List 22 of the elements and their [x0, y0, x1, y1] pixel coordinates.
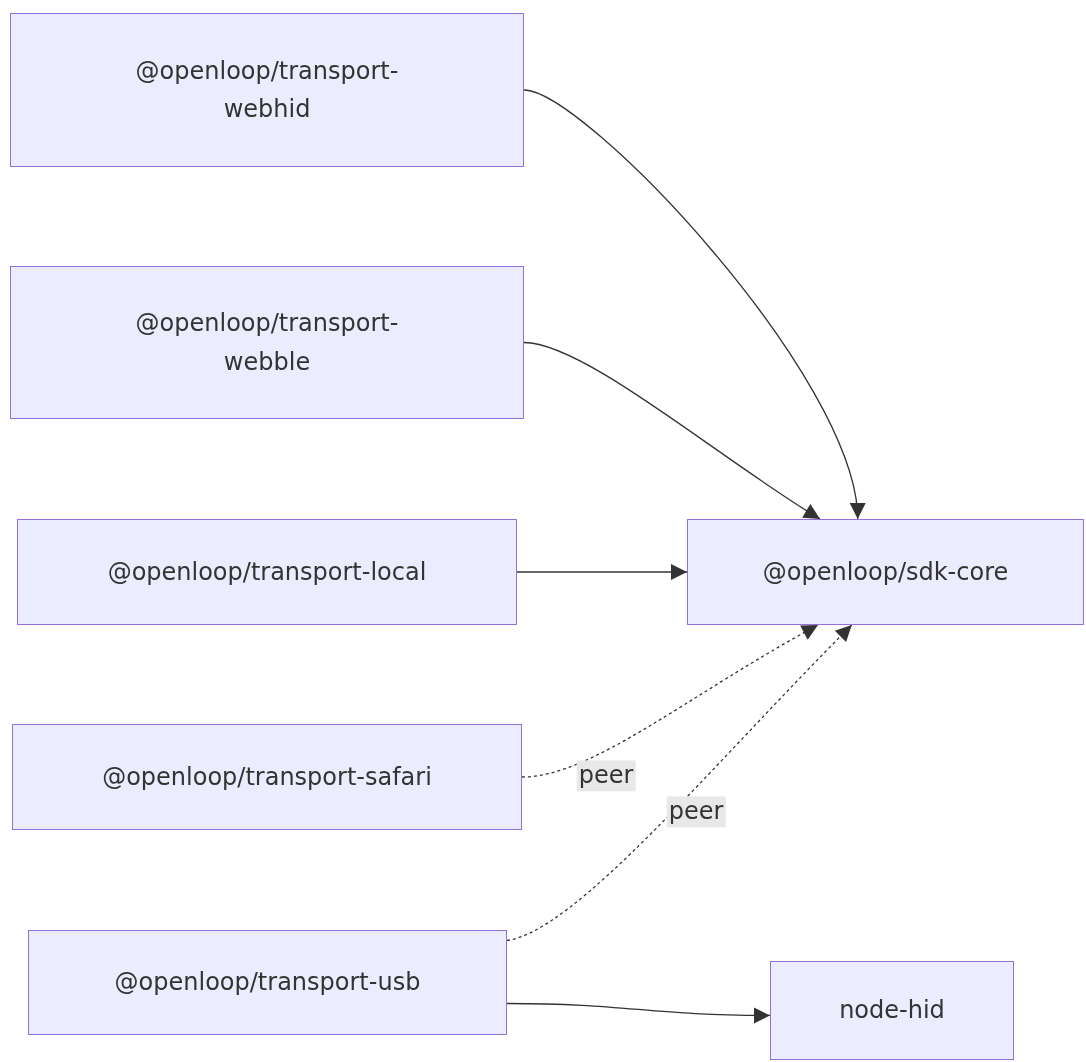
arrow: [516, 564, 688, 580]
package-box: [12, 724, 522, 830]
package-name: @openloop/transport-webhid: [134, 55, 400, 125]
package-name: @openloop/transport-usb: [114, 967, 421, 999]
package-name: @openloop/transport-local: [107, 556, 427, 588]
arrow: [506, 1002, 771, 1024]
package-name: node-hid: [839, 995, 945, 1027]
edge-label: peer: [666, 796, 726, 828]
edge-label: peer: [576, 760, 636, 792]
arrow: [506, 624, 853, 942]
package-box: [17, 519, 517, 625]
package-name: @openloop/transport-webble: [134, 308, 400, 378]
arrow: [523, 89, 864, 520]
package-box: [10, 13, 524, 167]
package-name: @openloop/sdk-core: [762, 556, 1009, 588]
package-box: [10, 266, 524, 419]
package-name: @openloop/transport-safari: [102, 761, 432, 793]
package-box: [687, 519, 1084, 625]
package-box: [770, 961, 1014, 1060]
arrow: [523, 341, 821, 520]
package-box: [28, 930, 507, 1035]
arrow: [521, 624, 819, 778]
